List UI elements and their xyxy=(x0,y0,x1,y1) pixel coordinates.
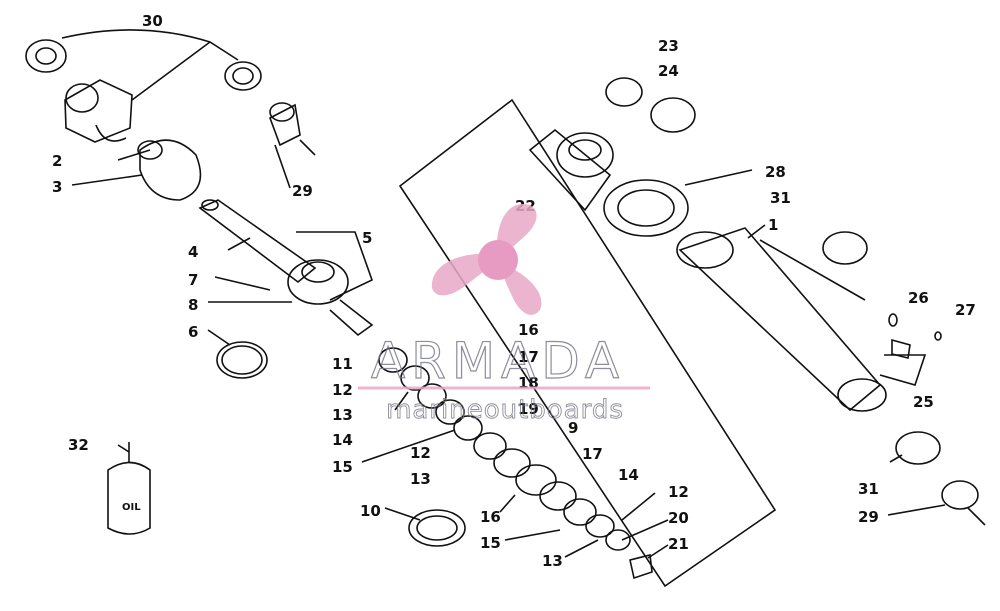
oil-bottle-label: OIL xyxy=(122,502,141,513)
callout: 12 xyxy=(332,381,353,399)
callout: 16 xyxy=(518,321,539,339)
part-32-oil-bottle xyxy=(107,461,151,535)
callout: 7 xyxy=(188,271,198,289)
part-25-valve xyxy=(891,338,911,359)
part-30-bushing xyxy=(25,39,67,73)
watermark-tagline: marineoutboards xyxy=(386,395,624,425)
propeller-logo-icon xyxy=(431,203,542,315)
callout: 21 xyxy=(668,535,689,553)
callout: 4 xyxy=(188,243,198,261)
callout: 1 xyxy=(768,216,778,234)
callout: 30 xyxy=(142,12,163,30)
callout: 15 xyxy=(480,534,501,552)
part-30-washer xyxy=(224,61,262,91)
part-28-seal xyxy=(603,179,689,237)
callout: 10 xyxy=(360,502,381,520)
callout: 13 xyxy=(410,470,431,488)
callout: 17 xyxy=(582,445,603,463)
callout: 14 xyxy=(332,431,353,449)
callout: 12 xyxy=(410,444,431,462)
assembly-frame xyxy=(398,98,777,588)
callout: 23 xyxy=(658,37,679,55)
callout: 11 xyxy=(332,355,353,373)
part-24-ring xyxy=(650,97,696,133)
part-29-lower xyxy=(941,480,979,510)
callout: 9 xyxy=(568,419,578,437)
part-22-cap xyxy=(556,132,614,178)
callout: 20 xyxy=(668,509,689,527)
part-21-nut xyxy=(629,554,653,580)
callout: 17 xyxy=(518,348,539,366)
callout: 31 xyxy=(858,480,879,498)
callout: 12 xyxy=(668,483,689,501)
callout: 19 xyxy=(518,400,539,418)
callout: 14 xyxy=(618,466,639,484)
part-31-lower xyxy=(895,431,941,465)
part-29-bushing xyxy=(269,103,301,147)
callout: 26 xyxy=(908,289,929,307)
callout: 13 xyxy=(542,552,563,570)
watermark-brand: ARMADA xyxy=(371,332,625,390)
callout: 6 xyxy=(188,323,198,341)
part-31-bushing xyxy=(822,231,868,265)
callout: 29 xyxy=(292,182,313,200)
callout: 16 xyxy=(480,508,501,526)
part-1-cylinder xyxy=(678,227,882,412)
watermark: ARMADA marineoutboards xyxy=(358,203,650,425)
callout: 8 xyxy=(188,296,198,314)
callout: 28 xyxy=(765,163,786,181)
part-10-cup xyxy=(408,509,466,547)
part-4-shaft xyxy=(198,199,317,284)
diagram-lines xyxy=(25,29,986,588)
callout: 5 xyxy=(362,229,372,247)
callout: 29 xyxy=(858,508,879,526)
part-5-piston xyxy=(287,259,349,305)
part-23-seal xyxy=(605,77,643,107)
callout: 24 xyxy=(658,62,679,80)
callout: 15 xyxy=(332,458,353,476)
callout: 3 xyxy=(52,178,62,196)
callout: 2 xyxy=(52,152,62,170)
part-clevis xyxy=(64,79,133,143)
part-6-o-ring xyxy=(216,341,268,379)
callout: 25 xyxy=(913,393,934,411)
callout: 27 xyxy=(955,301,976,319)
part-3-bumper xyxy=(139,139,202,201)
callout: 13 xyxy=(332,406,353,424)
callout: 32 xyxy=(68,436,89,454)
callout: 31 xyxy=(770,189,791,207)
